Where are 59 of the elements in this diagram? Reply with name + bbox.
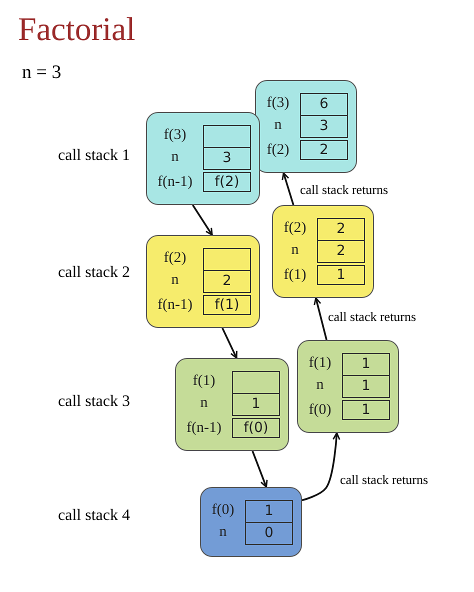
stack-level-label: call stack 3 bbox=[58, 393, 130, 411]
stack-frame bbox=[297, 340, 399, 433]
variable-label: n bbox=[273, 116, 283, 135]
value-cell: 6 bbox=[300, 93, 348, 116]
value-cell: f(0) bbox=[232, 418, 280, 438]
stack-frame bbox=[272, 205, 374, 298]
stack-frame bbox=[255, 80, 357, 173]
arrow bbox=[192, 204, 213, 236]
value-cell: 1 bbox=[342, 375, 390, 398]
variable-label: f(n-1) bbox=[156, 173, 194, 192]
arrow bbox=[314, 297, 328, 340]
arrow bbox=[282, 172, 294, 206]
variable-label: f(1) bbox=[192, 372, 216, 391]
stack-level-label: call stack 2 bbox=[58, 264, 130, 282]
variable-label: f(1) bbox=[282, 266, 308, 285]
variable-label: f(0) bbox=[210, 501, 236, 520]
arrow bbox=[222, 328, 238, 359]
variable-label: n bbox=[170, 271, 180, 290]
variable-label: n bbox=[315, 376, 325, 395]
variable-label: f(3) bbox=[266, 94, 290, 113]
stack-level-label: call stack 1 bbox=[58, 147, 130, 165]
value-cell: 0 bbox=[245, 522, 293, 545]
value-cell: 1 bbox=[317, 265, 365, 285]
variable-label: f(2) bbox=[162, 249, 188, 268]
value-cell: 3 bbox=[300, 115, 348, 138]
variable-label: f(1) bbox=[308, 354, 332, 373]
arrow bbox=[252, 450, 268, 488]
variable-label: f(2) bbox=[266, 141, 290, 160]
value-cell: f(1) bbox=[203, 295, 251, 315]
parameter-label: n = 3 bbox=[22, 62, 62, 84]
variable-label: n bbox=[199, 394, 209, 413]
value-cell: 2 bbox=[317, 218, 365, 241]
value-cell: 3 bbox=[203, 147, 251, 170]
variable-label: n bbox=[290, 241, 300, 260]
variable-label: n bbox=[170, 148, 180, 167]
empty-cell bbox=[203, 125, 251, 148]
empty-cell bbox=[232, 371, 280, 394]
value-cell: 1 bbox=[342, 353, 390, 376]
value-cell: 2 bbox=[317, 240, 365, 263]
stack-frame bbox=[175, 358, 289, 451]
variable-label: f(n-1) bbox=[186, 419, 222, 438]
value-cell: 2 bbox=[203, 270, 251, 293]
value-cell: 1 bbox=[245, 500, 293, 523]
variable-label: f(n-1) bbox=[156, 296, 194, 315]
variable-label: n bbox=[218, 523, 228, 542]
stack-frame bbox=[200, 487, 302, 557]
stack-level-label: call stack 4 bbox=[58, 507, 130, 525]
stack-frame bbox=[146, 235, 260, 328]
value-cell: 1 bbox=[342, 400, 390, 420]
variable-label: f(2) bbox=[282, 219, 308, 238]
value-cell: 2 bbox=[300, 140, 348, 160]
value-cell: f(2) bbox=[203, 172, 251, 192]
arrow bbox=[302, 432, 340, 502]
variable-label: f(0) bbox=[308, 401, 332, 420]
value-cell: 1 bbox=[232, 393, 280, 416]
variable-label: f(3) bbox=[162, 126, 188, 145]
empty-cell bbox=[203, 248, 251, 271]
diagram-title: Factorial bbox=[18, 12, 136, 49]
stack-frame bbox=[146, 112, 260, 205]
